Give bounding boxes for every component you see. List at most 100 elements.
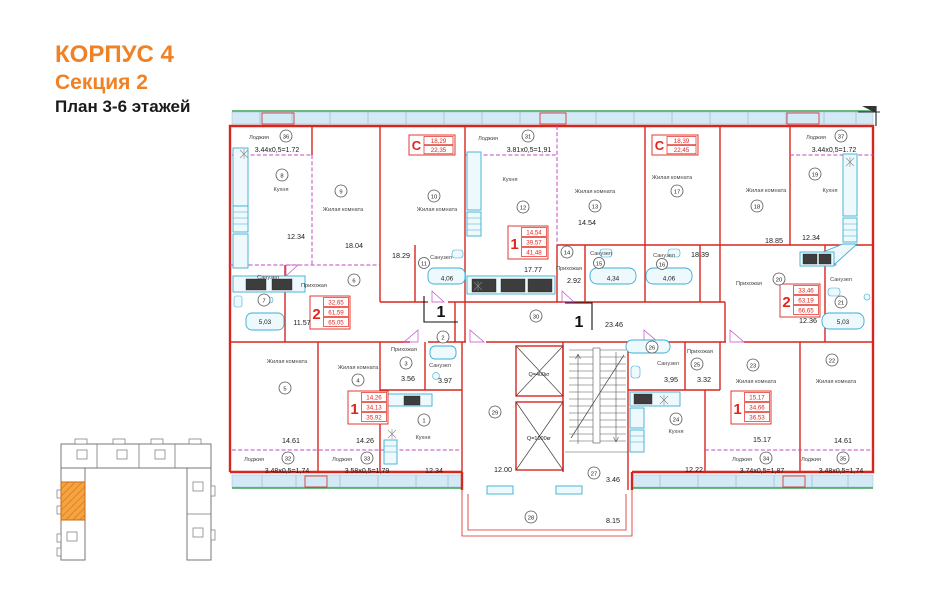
svg-text:1: 1	[422, 418, 425, 424]
svg-text:8.15: 8.15	[606, 516, 620, 525]
svg-text:Прихожая: Прихожая	[736, 281, 762, 287]
svg-text:12.34: 12.34	[287, 232, 305, 241]
svg-text:23: 23	[750, 363, 756, 369]
elevator-large-label: Q=1000кг	[527, 436, 551, 442]
kitchen-8-counter	[232, 147, 306, 293]
svg-text:Жилая комната: Жилая комната	[417, 207, 458, 213]
svg-text:12.34: 12.34	[802, 233, 820, 242]
room-20: Прихожая 20 12.36	[736, 272, 817, 325]
svg-text:2: 2	[782, 294, 790, 311]
svg-text:30: 30	[533, 314, 539, 320]
svg-text:29: 29	[492, 410, 498, 416]
bath-21	[821, 287, 871, 330]
svg-text:4,06: 4,06	[441, 276, 454, 283]
svg-text:4,34: 4,34	[607, 276, 620, 283]
svg-text:11: 11	[421, 261, 427, 267]
bath-16	[645, 248, 693, 285]
svg-text:18,39: 18,39	[674, 138, 690, 145]
svg-text:32: 32	[285, 456, 291, 462]
svg-text:Санузел: Санузел	[830, 277, 852, 283]
svg-text:18: 18	[754, 204, 760, 210]
svg-text:65,05: 65,05	[328, 320, 344, 327]
apartment-box-1room-bottom-left: 1 14,26 34,13 35,92	[347, 390, 389, 425]
svg-text:36: 36	[283, 134, 289, 140]
svg-text:9: 9	[339, 189, 342, 195]
svg-text:3.81х0,5=1,91: 3.81х0,5=1,91	[507, 147, 552, 154]
svg-text:Жилая комната: Жилая комната	[267, 359, 308, 365]
loggia-36: Лоджия 36 3.44х0,5=1.72	[249, 129, 300, 154]
svg-text:33: 33	[364, 456, 370, 462]
room-10: Жилая комната 10 18.29	[392, 189, 458, 260]
svg-text:33,46: 33,46	[798, 288, 814, 295]
svg-text:10: 10	[431, 194, 437, 200]
svg-text:12.00: 12.00	[494, 465, 512, 474]
svg-text:11.57: 11.57	[293, 318, 310, 327]
svg-text:12.36: 12.36	[799, 316, 817, 325]
plan-title: План 3-6 этажей	[55, 97, 191, 117]
svg-text:5,03: 5,03	[837, 319, 850, 326]
svg-text:Лоджия: Лоджия	[244, 457, 264, 463]
svg-text:39,57: 39,57	[526, 240, 542, 247]
svg-text:2: 2	[441, 335, 444, 341]
svg-text:Жилая комната: Жилая комната	[652, 175, 693, 181]
svg-text:26: 26	[649, 345, 655, 351]
key-plan-cores	[66, 449, 204, 542]
svg-text:3.44х0,5=1.72: 3.44х0,5=1.72	[255, 147, 300, 154]
kitchen-1-counter	[383, 393, 433, 465]
apartment-box-studio-right: С 18,39 22,45	[651, 134, 699, 156]
svg-text:Лоджия: Лоджия	[801, 457, 821, 463]
svg-text:Санузел: Санузел	[430, 255, 452, 261]
svg-text:Лоджия: Лоджия	[732, 457, 752, 463]
glazing-ticks-bottom	[261, 475, 849, 487]
svg-text:Прихожая: Прихожая	[687, 349, 713, 355]
svg-text:63,19: 63,19	[798, 298, 814, 305]
svg-text:23.46: 23.46	[605, 320, 623, 329]
svg-text:37: 37	[838, 134, 844, 140]
bath-2	[429, 345, 457, 380]
svg-text:5,03: 5,03	[259, 319, 272, 326]
svg-text:Жилая комната: Жилая комната	[816, 379, 857, 385]
svg-text:7: 7	[262, 298, 265, 304]
svg-text:12.22: 12.22	[685, 465, 703, 474]
svg-text:Лоджия: Лоджия	[249, 135, 269, 141]
svg-text:Санузел: Санузел	[657, 361, 679, 367]
north-flag-icon	[858, 106, 880, 126]
svg-text:3.46: 3.46	[606, 475, 620, 484]
svg-text:Жилая комната: Жилая комната	[323, 207, 364, 213]
svg-text:1: 1	[437, 304, 446, 321]
svg-text:3: 3	[404, 361, 407, 367]
svg-text:20: 20	[776, 277, 782, 283]
fixtures	[232, 147, 871, 465]
apartment-box-2room-left: 2 32,65 61,59 65,05	[309, 295, 351, 330]
section-mark-right: 1	[565, 302, 593, 331]
svg-text:18.29: 18.29	[392, 251, 410, 260]
svg-text:15,17: 15,17	[749, 395, 765, 402]
svg-text:32,65: 32,65	[328, 300, 344, 307]
apartment-box-1room-bottom-right: 1 15,17 34,66 36,53	[730, 390, 772, 425]
svg-text:14.61: 14.61	[282, 436, 300, 445]
svg-text:Жилая комната: Жилая комната	[338, 365, 379, 371]
svg-text:14.61: 14.61	[834, 436, 852, 445]
svg-text:5: 5	[283, 386, 286, 392]
svg-text:Санузел: Санузел	[429, 363, 451, 369]
svg-text:35: 35	[840, 456, 846, 462]
